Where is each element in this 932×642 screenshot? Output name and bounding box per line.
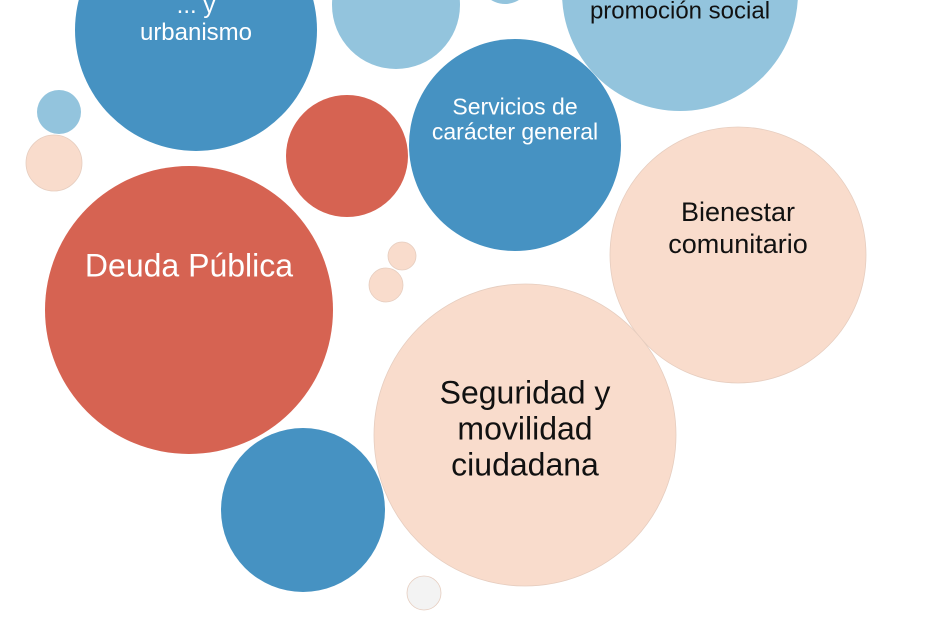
bubble-label: movilidad xyxy=(457,410,592,446)
bubble-label: ... y xyxy=(177,0,216,19)
bubble-light-blue-top-small[interactable] xyxy=(332,0,460,69)
bubble-grey-bottom-tiny[interactable] xyxy=(406,575,442,611)
bubble-circle[interactable] xyxy=(373,283,677,587)
bubble-circle[interactable] xyxy=(45,166,333,454)
bubble-label: comunitario xyxy=(668,229,808,259)
bubble-promocion-social[interactable]: promoción social xyxy=(562,0,798,111)
bubble-circle[interactable] xyxy=(221,428,385,592)
bubble-circle[interactable] xyxy=(406,575,442,611)
bubble-label: Deuda Pública xyxy=(85,247,293,283)
bubble-label: Servicios de xyxy=(452,94,577,120)
bubble-light-blue-left-small[interactable] xyxy=(37,90,81,134)
bubble-circle[interactable] xyxy=(409,39,621,251)
bubble-circle[interactable] xyxy=(75,0,317,151)
bubble-peach-tiny-b[interactable] xyxy=(368,267,404,303)
bubble-circle[interactable] xyxy=(368,267,404,303)
bubble-peach-left-small[interactable] xyxy=(25,134,83,192)
bubble-circle[interactable] xyxy=(609,126,867,384)
bubble-label: Seguridad y xyxy=(440,374,611,410)
bubble-label: carácter general xyxy=(432,119,598,145)
bubble-circle[interactable] xyxy=(479,0,531,4)
bubble-label: urbanismo xyxy=(140,19,252,46)
bubble-label: Bienestar xyxy=(681,197,795,227)
bubble-deuda-publica[interactable]: Deuda Pública xyxy=(45,166,333,454)
bubble-circle[interactable] xyxy=(332,0,460,69)
bubble-dark-blue-bottom[interactable] xyxy=(221,428,385,592)
bubble-label: ciudadana xyxy=(451,446,599,482)
bubble-light-blue-top-tiny[interactable] xyxy=(479,0,531,4)
bubble-circle[interactable] xyxy=(25,134,83,192)
bubble-label: promoción social xyxy=(590,0,770,24)
bubble-circle[interactable] xyxy=(37,90,81,134)
bubble-circle[interactable] xyxy=(387,241,417,271)
bubble-circle[interactable] xyxy=(562,0,798,111)
bubble-peach-tiny-a[interactable] xyxy=(387,241,417,271)
bubble-red-medium[interactable] xyxy=(286,95,408,217)
bubble-circle[interactable] xyxy=(286,95,408,217)
